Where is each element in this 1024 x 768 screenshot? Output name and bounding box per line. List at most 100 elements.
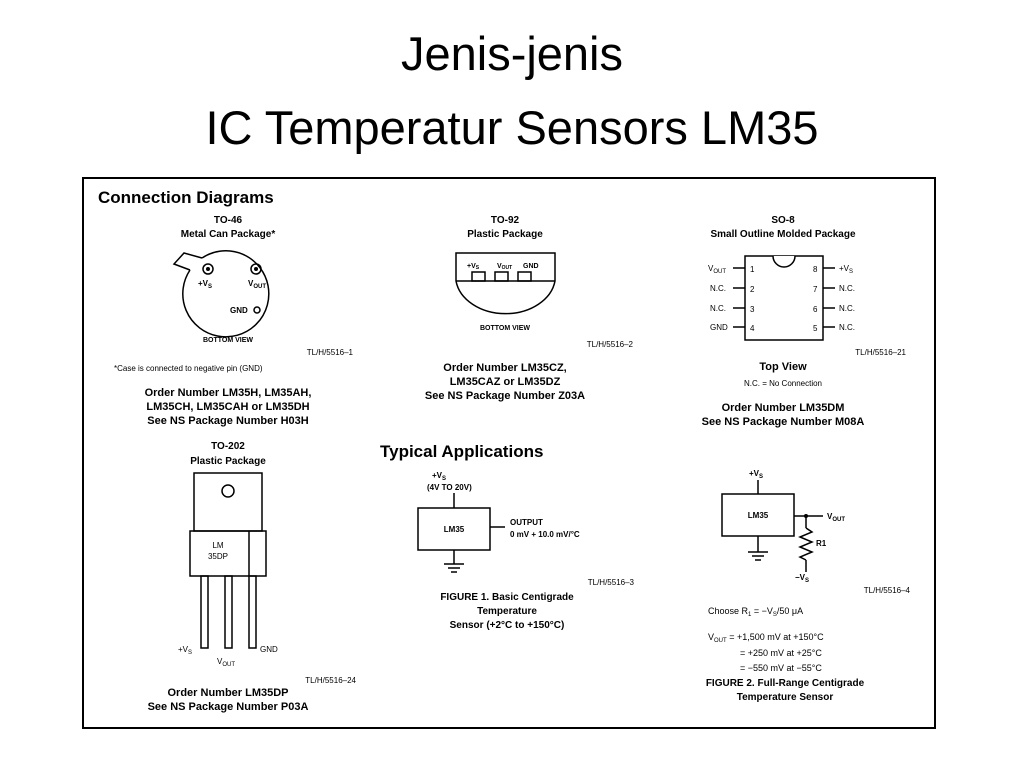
to46-desc: Metal Can Package* — [181, 229, 276, 240]
to92-name: TO-92 — [491, 215, 520, 226]
to92-desc: Plastic Package — [467, 229, 543, 240]
so8-ref: TL/H/5516–21 — [855, 348, 906, 357]
to202-pin-vs-label: +VS — [178, 645, 192, 656]
so8-pin-1-num: 1 — [750, 265, 755, 274]
to92-body — [455, 252, 556, 315]
so8-pin-2-label: N.C. — [710, 284, 726, 293]
connection-diagrams-heading: Connection Diagrams — [98, 188, 274, 207]
to202-ref: TL/H/5516–24 — [305, 676, 356, 685]
so8-pin-4-label: GND — [710, 323, 728, 332]
fig2-vout-label: VOUT — [827, 512, 845, 523]
so8-pin-5-num: 5 — [813, 324, 818, 333]
so8-right-pins: 8 7 6 5 +VS N.C. N.C. N.C. — [813, 264, 855, 333]
so8-pin-6-label: N.C. — [839, 304, 855, 313]
datasheet-panel: Connection Diagrams TO-46 Metal Can Pack… — [82, 177, 936, 729]
slide-title-line-2: IC Temperatur Sensors LM35 — [205, 101, 819, 154]
fig1-chip-label: LM35 — [444, 525, 465, 534]
typical-applications-heading: Typical Applications — [380, 442, 543, 461]
so8-pin-8-num: 8 — [813, 265, 818, 274]
to92-pin-gnd-label: GND — [523, 263, 539, 270]
fig1-caption-2: Temperature — [477, 606, 537, 617]
so8-desc: Small Outline Molded Package — [710, 229, 855, 240]
to92-pin-vout-label: VOUT — [497, 263, 512, 271]
fig2-resistor-r1 — [798, 527, 814, 561]
so8-pin-1-label: VOUT — [708, 264, 726, 275]
to202-pin-vout-label: VOUT — [217, 657, 235, 668]
figure-2: +VS LM35 VOUT R1 −VS TL/H/5516–4 Choose … — [706, 469, 911, 703]
to202-pin-gnd-label: GND — [260, 645, 278, 654]
datasheet-figure: Connection Diagrams TO-46 Metal Can Pack… — [98, 188, 911, 713]
so8-pin-6-num: 6 — [813, 305, 818, 314]
to46-can-outline — [182, 250, 270, 338]
fig2-supply: +VS — [749, 469, 763, 480]
so8-order-2: See NS Package Number M08A — [702, 416, 865, 428]
to46-note: *Case is connected to negative pin (GND) — [114, 364, 263, 373]
to202-name: TO-202 — [211, 441, 245, 452]
fig2-r1-label: R1 — [816, 539, 827, 548]
fig2-vout-eq-3: = −550 mV at −55°C — [740, 663, 822, 673]
so8-pin-7-num: 7 — [813, 285, 818, 294]
to92-ref: TL/H/5516–2 — [587, 340, 634, 349]
fig1-output-2: 0 mV + 10.0 mV/°C — [510, 530, 580, 539]
to202-marking-2: 35DP — [208, 552, 228, 561]
so8-left-pins: VOUT N.C. N.C. GND 1 2 3 4 — [708, 264, 755, 333]
so8-body — [744, 255, 824, 341]
fig1-supply-range: (4V TO 20V) — [427, 483, 472, 492]
fig2-ref: TL/H/5516–4 — [864, 586, 911, 595]
so8-pin-7-label: N.C. — [839, 284, 855, 293]
to202-tab — [193, 472, 263, 532]
so8-name: SO-8 — [771, 215, 795, 226]
to202-lead-vs — [200, 575, 209, 649]
to46-order-2: LM35CH, LM35CAH or LM35DH — [146, 401, 309, 413]
so8-pin-3-num: 3 — [750, 305, 755, 314]
so8-nc-note: N.C. = No Connection — [744, 379, 822, 388]
to202-section: TO-202 Plastic Package LM 35DP +VS VOUT … — [148, 441, 357, 713]
to46-tab — [172, 252, 203, 271]
fig2-caption-2: Temperature Sensor — [737, 692, 834, 703]
fig2-vout-eq-1: VOUT = +1,500 mV at +150°C — [708, 632, 824, 644]
to46-name: TO-46 — [214, 215, 243, 226]
to202-desc: Plastic Package — [190, 456, 266, 467]
so8-pin-3-label: N.C. — [710, 304, 726, 313]
so8-pin-8-label: +VS — [839, 264, 853, 275]
to46-order-1: Order Number LM35H, LM35AH, — [145, 387, 312, 399]
so8-pin-4-num: 4 — [750, 324, 755, 333]
to92-view: BOTTOM VIEW — [480, 325, 530, 332]
to46-pin-vout-label: VOUT — [248, 279, 266, 290]
to202-order-1: Order Number LM35DP — [167, 687, 288, 699]
fig2-vout-eq-2: = +250 mV at +25°C — [740, 648, 822, 658]
fig1-caption-1: FIGURE 1. Basic Centigrade — [440, 592, 574, 603]
to46-pin-vs — [202, 263, 214, 275]
to46-order-3: See NS Package Number H03H — [147, 415, 308, 427]
fig1-ref: TL/H/5516–3 — [588, 578, 635, 587]
to92-pin-vs-label: +VS — [467, 263, 480, 271]
to92-order-2: LM35CAZ or LM35DZ — [450, 376, 561, 388]
fig2-choose-r1: Choose R1 = −VS/50 μA — [708, 606, 803, 618]
to92-order-1: Order Number LM35CZ, — [443, 362, 566, 374]
so8-pin-2-num: 2 — [750, 285, 755, 294]
fig1-caption-3: Sensor (+2°C to +150°C) — [450, 620, 565, 631]
to46-pin-gnd — [253, 306, 261, 314]
to202-lead-vout — [224, 575, 233, 649]
to46-pin-vout — [250, 263, 262, 275]
fig2-chip-label: LM35 — [748, 511, 769, 520]
fig1-output-1: OUTPUT — [510, 518, 543, 527]
so8-order-1: Order Number LM35DM — [722, 402, 845, 414]
to92-section: TO-92 Plastic Package +VS VOUT GND BOTTO… — [425, 215, 634, 402]
to46-ref: TL/H/5516–1 — [307, 348, 354, 357]
to202-order-2: See NS Package Number P03A — [148, 701, 309, 713]
to202-lead-gnd — [248, 575, 257, 649]
figure-1: +VS (4V TO 20V) LM35 OUTPUT 0 mV + 10.0 … — [417, 471, 635, 631]
fig2-neg-supply: −VS — [795, 573, 809, 584]
to46-view: BOTTOM VIEW — [203, 337, 253, 344]
to46-pin-gnd-label: GND — [230, 306, 248, 315]
to46-pin-vs-label: +VS — [198, 279, 212, 290]
fig2-caption-1: FIGURE 2. Full-Range Centigrade — [706, 678, 865, 689]
so8-pin-5-label: N.C. — [839, 323, 855, 332]
slide-title-line-1: Jenis-jenis — [400, 27, 624, 80]
so8-section: SO-8 Small Outline Molded Package VOUT N… — [702, 215, 907, 428]
to46-section: TO-46 Metal Can Package* +VS VOUT GND BO… — [114, 215, 354, 427]
so8-view: Top View — [759, 361, 807, 373]
to202-mounting-hole — [221, 484, 235, 498]
to92-order-3: See NS Package Number Z03A — [425, 390, 585, 402]
